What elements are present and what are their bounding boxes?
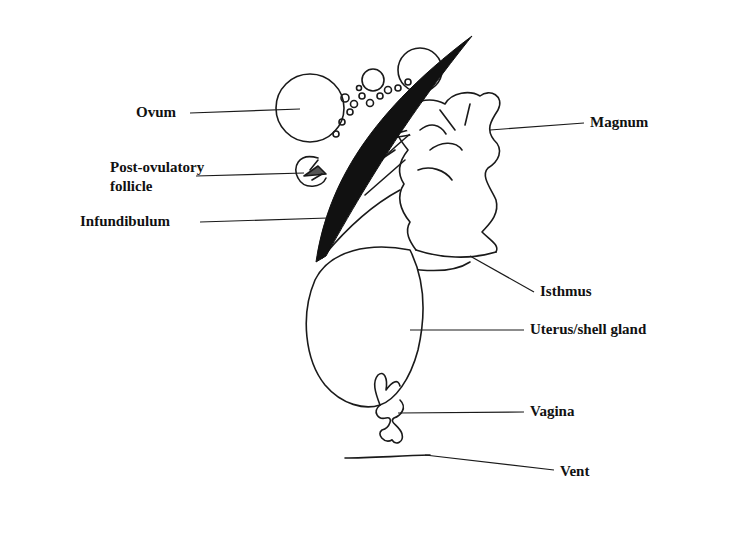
- part-label: Vagina: [530, 402, 574, 421]
- part-label: Uterus/shell gland: [530, 320, 646, 339]
- leader-lines: [190, 109, 584, 470]
- part-label: Ovum: [136, 103, 176, 122]
- part-label: Vent: [560, 462, 589, 481]
- part-label: Magnum: [590, 113, 648, 132]
- part-label: Post-ovulatory follicle: [110, 158, 228, 196]
- part-label: Isthmus: [540, 282, 592, 301]
- part-label: Infundibulum: [80, 212, 170, 231]
